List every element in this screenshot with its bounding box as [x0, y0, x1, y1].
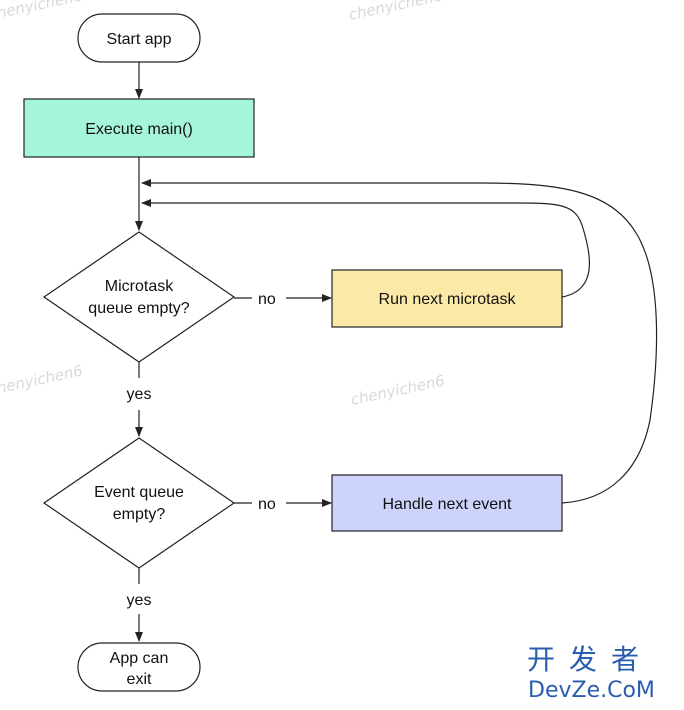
microtask-no-label: no	[258, 291, 276, 308]
event-yes-label: yes	[127, 592, 152, 609]
run-microtask-node: Run next microtask	[331, 269, 563, 328]
handle-event-node: Handle next event	[331, 474, 563, 532]
watermark: chenyichen6	[347, 0, 444, 24]
microtask-decision-line2: queue empty?	[88, 300, 190, 317]
microtask-yes-label: yes	[127, 386, 152, 403]
start-node: Start app	[77, 13, 201, 63]
event-no-label: no	[258, 496, 276, 513]
event-decision-node: Event queue empty?	[42, 437, 236, 569]
brand-logo: 开发者 DevZe.CoM	[527, 643, 655, 703]
watermark: chenyichen6	[349, 371, 446, 408]
event-decision-line1: Event queue	[94, 484, 184, 501]
execute-main-node: Execute main()	[23, 98, 255, 158]
event-decision-line2: empty?	[113, 506, 166, 523]
watermark: chenyichen6	[0, 361, 84, 398]
edge-microtask-loopback	[141, 199, 591, 298]
microtask-decision-node: Microtask queue empty?	[42, 231, 236, 363]
watermark: chenyichen6	[0, 0, 84, 24]
brand-cn: 开发者	[527, 643, 653, 676]
execute-main-label: Execute main()	[85, 121, 193, 138]
run-microtask-label: Run next microtask	[379, 291, 517, 308]
exit-line1: App can	[110, 650, 169, 667]
brand-en: DevZe.CoM	[528, 678, 655, 703]
start-label: Start app	[107, 31, 172, 48]
microtask-decision-line1: Microtask	[105, 278, 174, 295]
exit-node: App can exit	[77, 642, 201, 692]
exit-line2: exit	[127, 671, 152, 688]
handle-event-label: Handle next event	[383, 496, 513, 513]
edge-event-loopback	[141, 179, 658, 504]
